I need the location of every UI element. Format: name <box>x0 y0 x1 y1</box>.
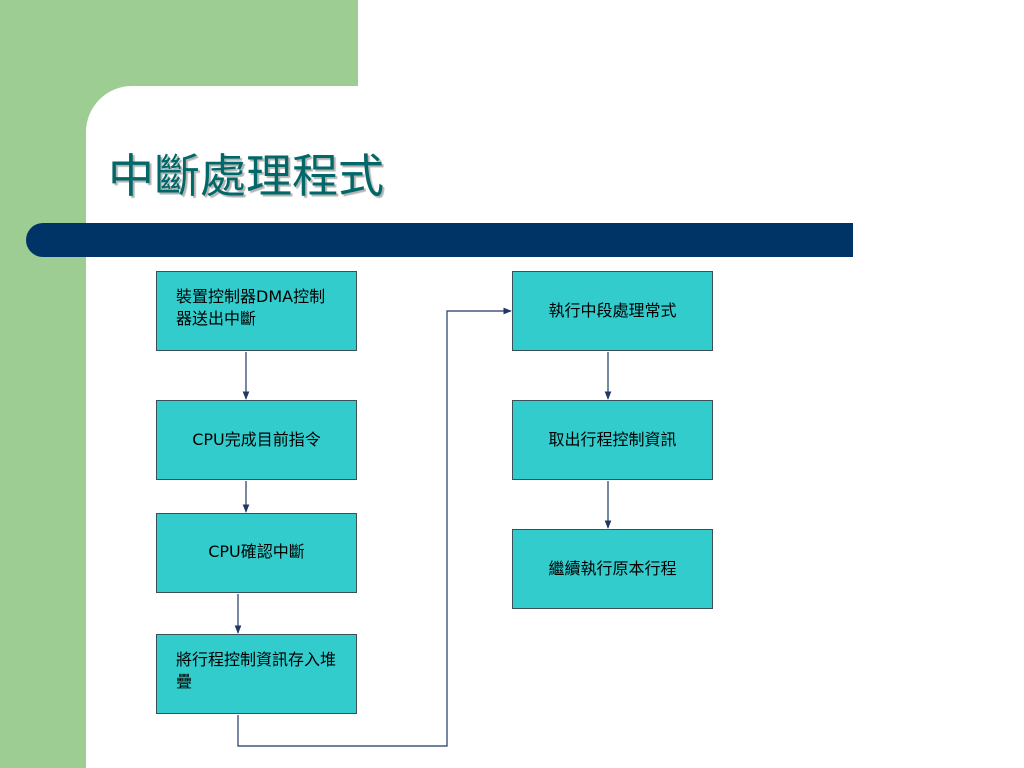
step-resume-process-label: 繼續執行原本行程 <box>548 559 677 578</box>
step-restore-context-label: 取出行程控制資訊 <box>548 430 677 449</box>
step-push-stack-box: 將行程控制資訊存入堆疊 <box>156 634 357 714</box>
step-run-handler-label: 執行中段處理常式 <box>548 301 677 320</box>
step-cpu-ack-interrupt-label: CPU確認中斷 <box>208 542 305 561</box>
step-cpu-finish-instruction-box: CPU完成目前指令 <box>156 400 357 480</box>
step-resume-process-box: 繼續執行原本行程 <box>512 529 713 609</box>
step-device-interrupt-label: 裝置控制器DMA控制器送出中斷 <box>176 287 326 328</box>
slide-title: 中斷處理程式 <box>108 149 384 203</box>
title-divider-bar <box>26 223 853 257</box>
step-run-handler-box: 執行中段處理常式 <box>512 271 713 351</box>
step-push-stack-label: 將行程控制資訊存入堆疊 <box>176 650 337 691</box>
step-device-interrupt-box: 裝置控制器DMA控制器送出中斷 <box>156 271 357 351</box>
step-cpu-ack-interrupt-box: CPU確認中斷 <box>156 513 357 593</box>
step-restore-context-box: 取出行程控制資訊 <box>512 400 713 480</box>
step-cpu-finish-instruction-label: CPU完成目前指令 <box>192 430 321 449</box>
arrow-left-4-to-right-1 <box>237 307 512 747</box>
